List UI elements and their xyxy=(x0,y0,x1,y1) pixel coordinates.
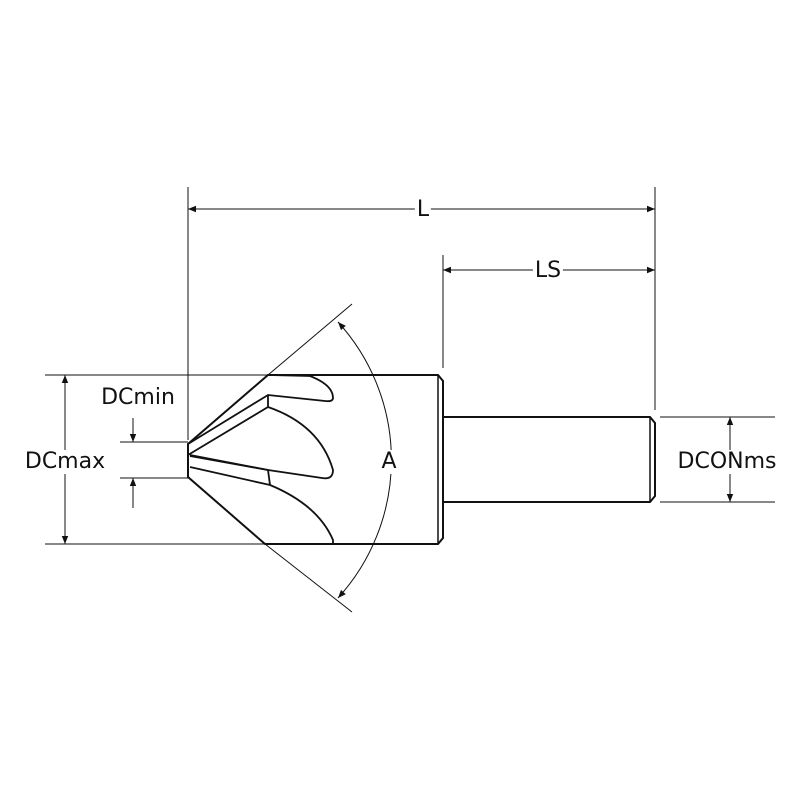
label-DCONms: DCONms xyxy=(675,449,779,474)
label-DCmax: DCmax xyxy=(22,449,108,474)
flutes xyxy=(187,374,334,544)
label-LS: LS xyxy=(532,258,564,283)
tool-outline xyxy=(187,374,656,545)
label-L: L xyxy=(414,197,432,222)
label-DCmin: DCmin xyxy=(99,385,177,410)
tool-shank xyxy=(443,416,656,503)
label-A: A xyxy=(379,449,399,474)
